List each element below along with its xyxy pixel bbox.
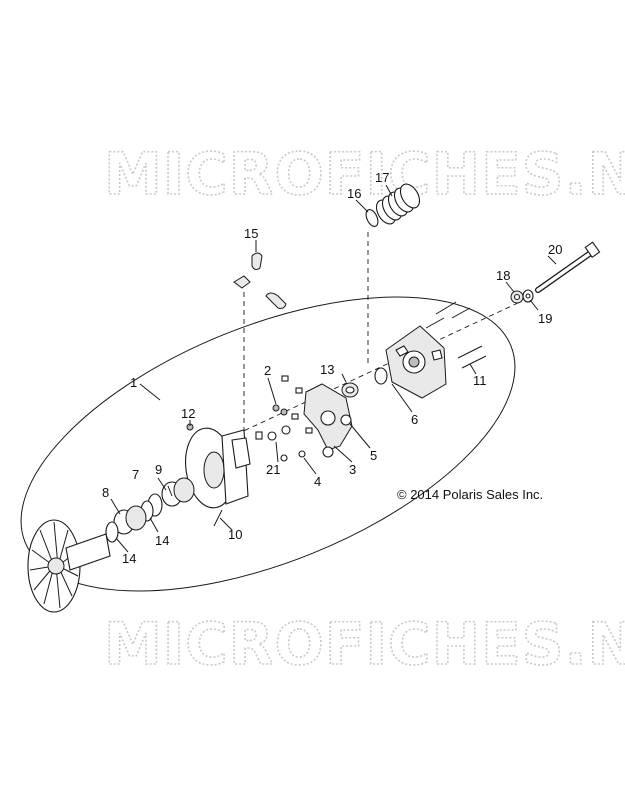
callout-13: 13 <box>320 362 334 377</box>
part-21-washers <box>267 425 306 462</box>
part-17-spring <box>375 183 421 225</box>
callout-9: 9 <box>155 462 162 477</box>
part-15-rollers <box>233 252 287 309</box>
part-16-ring <box>365 209 379 227</box>
callout-3: 3 <box>349 462 356 477</box>
callout-16: 16 <box>347 186 361 201</box>
leader-lines <box>110 184 557 553</box>
assembly-outline <box>20 296 516 592</box>
part-13-washer <box>341 382 359 398</box>
part-fixed-sheave <box>27 519 111 613</box>
part-10-pin <box>213 509 223 527</box>
part-sheave-body <box>185 427 251 509</box>
callout-17: 17 <box>375 170 389 185</box>
alignment-axis <box>219 301 521 443</box>
callout-11: 11 <box>473 373 487 388</box>
copyright-notice: © 2014 Polaris Sales Inc. <box>397 487 543 502</box>
callout-7: 7 <box>132 467 139 482</box>
callout-14-a: 14 <box>155 533 169 548</box>
part-14-clip-b <box>105 521 119 543</box>
callout-19: 19 <box>538 311 552 326</box>
part-9-bushing <box>161 477 195 507</box>
part-18-nut <box>510 290 524 304</box>
callout-5: 5 <box>370 448 377 463</box>
part-19-washer <box>522 289 534 303</box>
part-11-bolts <box>425 301 487 369</box>
callout-18: 18 <box>496 268 510 283</box>
callout-6: 6 <box>411 412 418 427</box>
callout-8: 8 <box>102 485 109 500</box>
watermark-bottom: MICROFICHES.NET <box>104 610 625 678</box>
callout-4: 4 <box>314 474 321 489</box>
callout-10: 10 <box>228 527 242 542</box>
callout-2: 2 <box>264 363 271 378</box>
part-3-spider <box>303 383 353 458</box>
callout-20: 20 <box>548 242 562 257</box>
callout-21: 21 <box>266 462 280 477</box>
part-6-bushing <box>374 367 388 385</box>
callout-14-b: 14 <box>122 551 136 566</box>
callout-12: 12 <box>181 406 195 421</box>
part-6-cover <box>385 325 447 399</box>
watermark-top: MICROFICHES.NET <box>104 140 625 208</box>
part-2-pins <box>255 375 313 440</box>
part-20-bolt <box>535 241 601 293</box>
callout-numbers: 1 2 3 4 5 6 7 8 9 10 11 12 13 14 14 15 1… <box>102 170 562 566</box>
callout-15: 15 <box>244 226 258 241</box>
callout-1: 1 <box>130 375 137 390</box>
part-8-bearing <box>113 505 147 535</box>
